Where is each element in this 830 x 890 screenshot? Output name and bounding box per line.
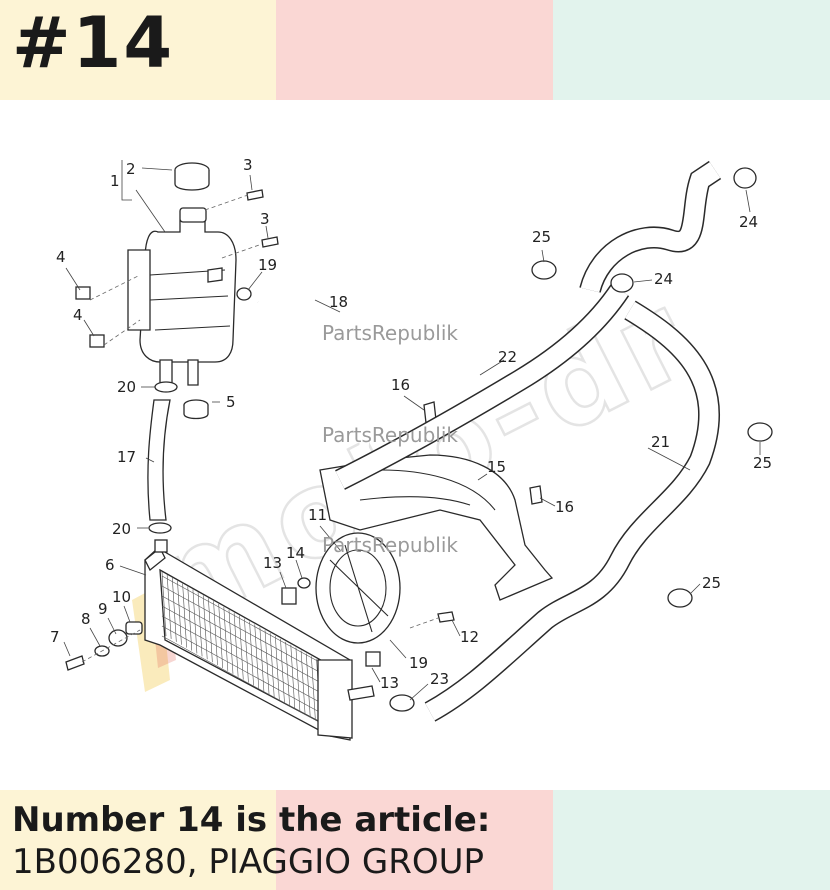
band-mint (553, 0, 830, 100)
label-8: 8 (81, 610, 91, 628)
label-6: 6 (105, 556, 115, 574)
fan-11 (315, 532, 401, 644)
clip-4b (89, 334, 105, 348)
footer-band (0, 790, 830, 890)
clamp-23 (389, 694, 415, 712)
assembly-dashes (81, 194, 439, 663)
svg-text:PartsRepublik: PartsRepublik (322, 533, 458, 557)
label-3a: 3 (243, 156, 253, 174)
label-23: 23 (430, 670, 449, 688)
hose-17 (147, 399, 171, 521)
screw-3a (246, 189, 264, 201)
clamp-25a (531, 260, 557, 280)
grommet-14 (297, 577, 311, 589)
label-16b: 16 (555, 498, 574, 516)
partsrepublik-watermarks: PartsRepublik PartsRepublik PartsRepubli… (322, 321, 458, 557)
svg-text:PartsRepublik: PartsRepublik (322, 423, 458, 447)
label-25b: 25 (753, 454, 772, 472)
label-19a: 19 (258, 256, 277, 274)
clamp-20-bottom (148, 522, 172, 534)
label-21: 21 (651, 433, 670, 451)
band-mint-bottom (553, 790, 830, 890)
band-pink (276, 0, 553, 100)
clip-4a (75, 286, 91, 300)
bolt-7 (65, 655, 85, 671)
label-9: 9 (98, 600, 108, 618)
label-20b: 20 (112, 520, 131, 538)
band-yellow-bottom (0, 790, 276, 890)
clip-13b (365, 651, 381, 667)
label-18: 18 (329, 293, 348, 311)
label-19b: 19 (409, 654, 428, 672)
part-labels: 1 2 3 3 4 4 5 6 7 8 9 10 11 12 13 13 14 … (50, 156, 772, 692)
screw-3b (261, 236, 279, 248)
bracket-15 (319, 454, 554, 601)
label-1: 1 (110, 172, 120, 190)
expansion-tank (127, 207, 237, 386)
band-pink-bottom (276, 790, 553, 890)
svg-text:PartsRepublik: PartsRepublik (322, 321, 458, 345)
band-yellow (0, 0, 276, 100)
label-5: 5 (226, 393, 236, 411)
label-25a: 25 (532, 228, 551, 246)
label-4a: 4 (56, 248, 66, 266)
bushing-10 (125, 621, 143, 635)
label-22: 22 (498, 348, 517, 366)
screw-16b (529, 485, 543, 505)
label-14: 14 (286, 544, 305, 562)
label-15: 15 (487, 458, 506, 476)
clamp-20-top (154, 381, 178, 393)
clip-13a (281, 587, 297, 605)
lead-lines (63, 160, 761, 701)
header-band (0, 0, 830, 100)
clamp-25c (667, 588, 693, 608)
label-2: 2 (126, 160, 136, 178)
exploded-parts-diagram: moto-dr (50, 156, 773, 741)
grommet-5 (183, 399, 209, 420)
label-4b: 4 (73, 306, 83, 324)
label-24a: 24 (739, 213, 758, 231)
label-11: 11 (308, 506, 327, 524)
label-24b: 24 (654, 270, 673, 288)
radiator-6 (144, 539, 375, 741)
article-number: 1B006280, PIAGGIO GROUP (12, 842, 484, 882)
label-13b: 13 (380, 674, 399, 692)
article-caption: Number 14 is the article: (12, 800, 491, 840)
part-number-title: #14 (12, 2, 175, 84)
clamp-24a (733, 167, 757, 189)
grommet-9 (108, 629, 128, 647)
clamp-24b (610, 273, 634, 293)
label-20a: 20 (117, 378, 136, 396)
screw-12 (437, 611, 455, 623)
label-7: 7 (50, 628, 60, 646)
label-12: 12 (460, 628, 479, 646)
label-16a: 16 (391, 376, 410, 394)
label-10: 10 (112, 588, 131, 606)
label-13a: 13 (263, 554, 282, 572)
label-25c: 25 (702, 574, 721, 592)
tank-cap (174, 162, 210, 191)
clamp-19-top (236, 287, 252, 301)
clamp-25b (747, 422, 773, 442)
label-17: 17 (117, 448, 136, 466)
label-3b: 3 (260, 210, 270, 228)
